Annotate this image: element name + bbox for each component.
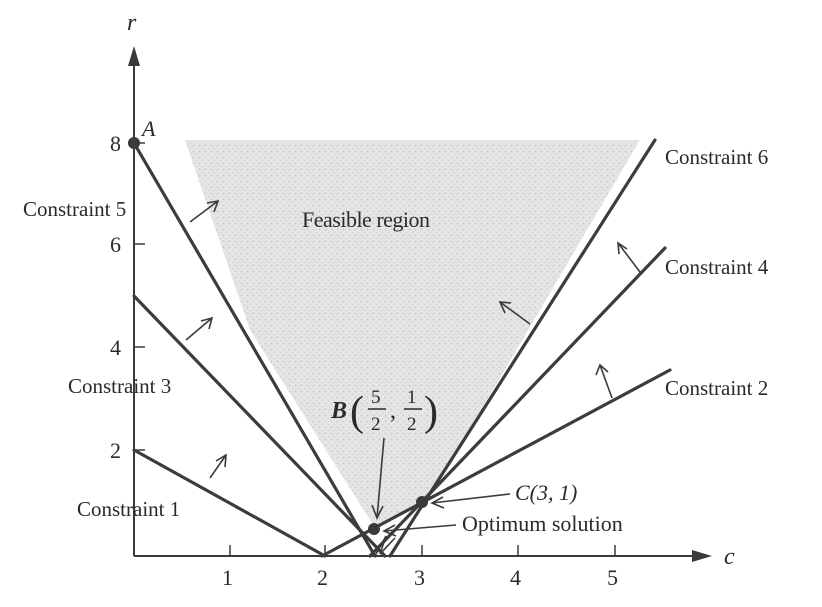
x-tick-label-5: 5 bbox=[607, 565, 618, 590]
x-tick-label-3: 3 bbox=[414, 565, 425, 590]
point-c-marker bbox=[416, 496, 428, 508]
x-axis-label: c bbox=[724, 544, 735, 570]
vertex-bottom-marks bbox=[365, 535, 396, 558]
constraint-1-direction-arrow bbox=[209, 453, 227, 479]
point-b-pointer-arrow bbox=[371, 437, 385, 520]
constraint-5-line bbox=[132, 141, 377, 558]
x-tick-label-1: 1 bbox=[222, 565, 233, 590]
point-b-x-numerator: 5 bbox=[371, 387, 381, 408]
y-tick-label-6: 6 bbox=[110, 232, 121, 257]
point-b-marker bbox=[368, 523, 380, 535]
point-a-label: A bbox=[140, 116, 156, 141]
constraint-6-line bbox=[388, 138, 657, 558]
y-tick-label-8: 8 bbox=[110, 131, 121, 156]
y-tick-label-4: 4 bbox=[110, 335, 121, 360]
constraint-2-direction-arrow bbox=[595, 363, 613, 399]
point-b-y-denominator: 2 bbox=[407, 414, 417, 435]
feasible-region-label: Feasible region bbox=[302, 207, 430, 232]
point-b-y-numerator: 1 bbox=[407, 387, 417, 408]
feasible-region bbox=[185, 140, 640, 528]
constraint-1-label: Constraint 1 bbox=[77, 497, 180, 521]
constraint-3-line bbox=[132, 294, 387, 558]
constraint-2-line bbox=[320, 368, 672, 558]
optimum-solution-pointer-arrow bbox=[382, 524, 457, 537]
point-b-open-paren: ( bbox=[350, 389, 364, 435]
y-tick-label-2: 2 bbox=[110, 438, 121, 463]
point-a-marker bbox=[128, 137, 140, 149]
constraint-5-label: Constraint 5 bbox=[23, 197, 126, 221]
point-b-label: B ( 5 2 , 1 2 ) bbox=[330, 387, 438, 435]
constraint-3-label: Constraint 3 bbox=[68, 374, 171, 398]
optimum-solution-label: Optimum solution bbox=[462, 511, 623, 536]
constraint-6-label: Constraint 6 bbox=[665, 145, 768, 169]
constraint-5-direction-arrow bbox=[189, 199, 220, 223]
point-b-name: B bbox=[330, 398, 347, 424]
point-b-close-paren: ) bbox=[424, 389, 438, 435]
point-c-pointer-arrow bbox=[430, 493, 511, 509]
y-axis-label: r bbox=[127, 10, 137, 36]
point-c-label: C(3, 1) bbox=[515, 480, 577, 505]
constraint-2-label: Constraint 2 bbox=[665, 376, 768, 400]
x-tick-label-4: 4 bbox=[510, 565, 521, 590]
point-b-x-denominator: 2 bbox=[371, 414, 381, 435]
y-axis-arrowhead bbox=[128, 46, 140, 66]
point-b-comma: , bbox=[390, 398, 396, 424]
constraint-6-direction-arrow bbox=[498, 301, 531, 325]
constraint-4-direction-arrow bbox=[617, 241, 641, 273]
x-axis-arrowhead bbox=[692, 550, 712, 562]
constraint-4-label: Constraint 4 bbox=[665, 255, 769, 279]
constraint-3-direction-arrow bbox=[185, 316, 214, 341]
x-tick-label-2: 2 bbox=[317, 565, 328, 590]
constraint-1-line bbox=[132, 448, 327, 558]
